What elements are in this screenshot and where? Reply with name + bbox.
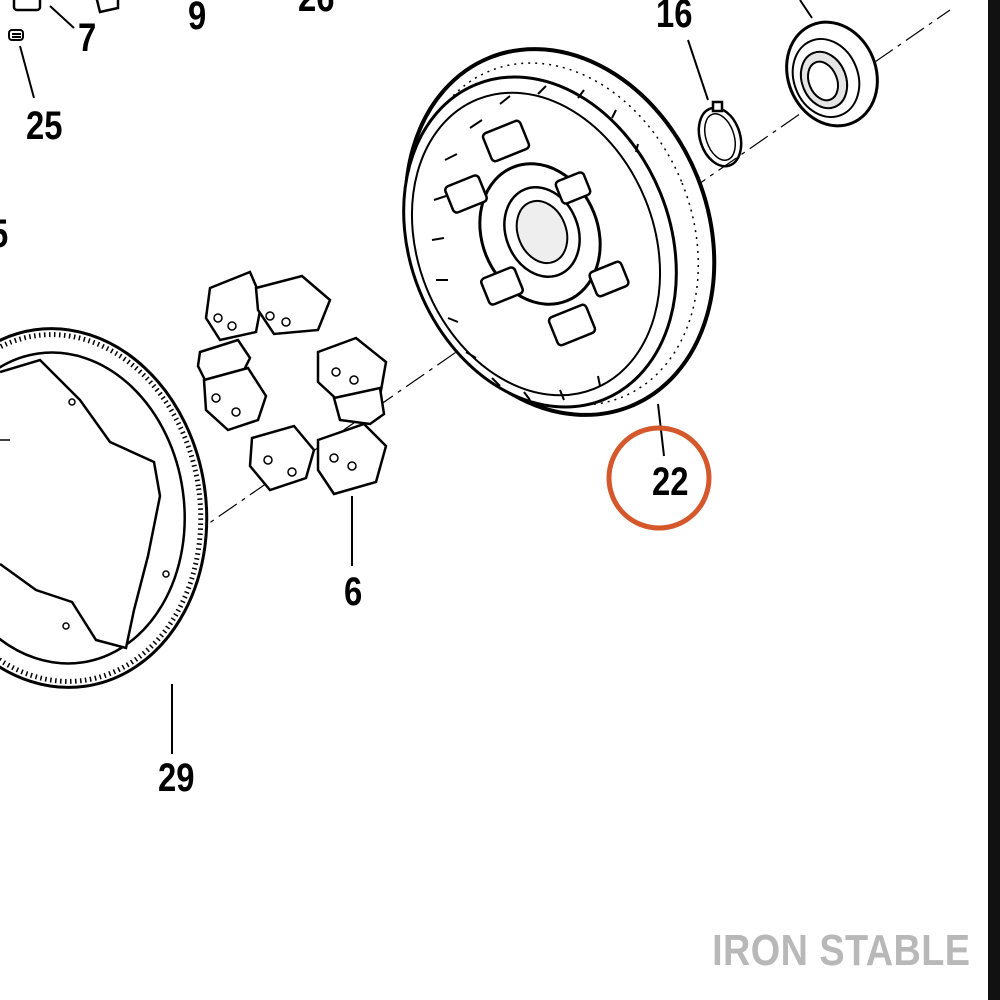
- part-7-bolt: [12, 0, 120, 14]
- callout-29: 29: [158, 756, 195, 800]
- callout-7: 7: [78, 16, 97, 60]
- leader-16: [687, 39, 709, 101]
- right-edge-bar: [988, 0, 1000, 1000]
- part-25-setscrew: [8, 29, 24, 41]
- callout-22: 22: [652, 460, 689, 504]
- callout-16: 16: [656, 0, 693, 36]
- leader-bearing: [799, 0, 813, 19]
- part-6-cush-blocks: [196, 270, 388, 496]
- callout-5: 5: [0, 214, 8, 254]
- highlight-circle-22: [606, 425, 712, 531]
- watermark-logo: IRON STABLE: [711, 926, 970, 975]
- leader-7: [49, 5, 75, 29]
- part-22-pulley: [402, 47, 717, 417]
- callout-6: 6: [344, 570, 363, 614]
- callout-25: 25: [26, 104, 63, 148]
- part-bearing: [785, 20, 879, 128]
- part-16-snap-ring: [697, 100, 743, 168]
- callout-9: 9: [188, 0, 207, 38]
- callout-26: 26: [298, 0, 334, 18]
- part-29-ring-gear: [0, 327, 209, 689]
- leader-25: [19, 45, 35, 99]
